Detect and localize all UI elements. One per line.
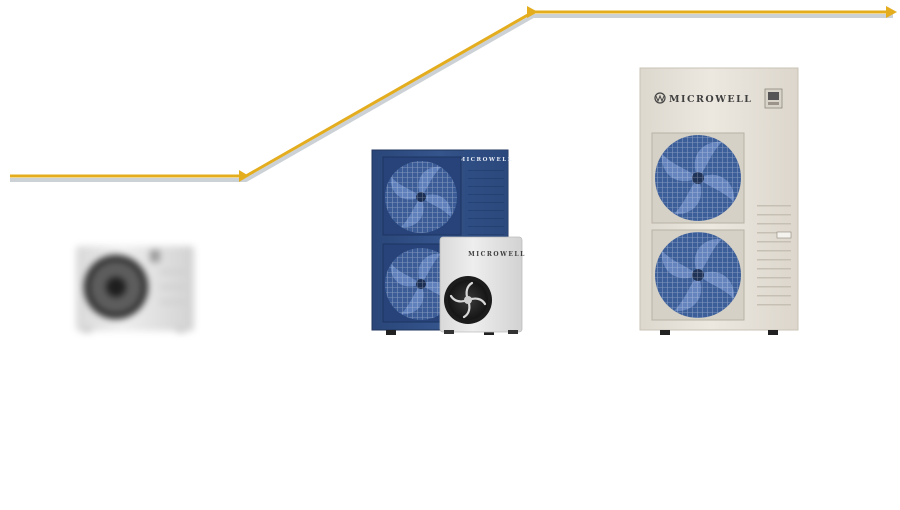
louver-slat xyxy=(757,295,791,297)
panel-groove xyxy=(468,234,504,235)
beige-heat-pump-unit: MICROWELL xyxy=(639,67,799,335)
brand-label: MICROWELL xyxy=(459,157,513,163)
timeline xyxy=(10,6,897,182)
arrow-head-icon xyxy=(527,6,538,18)
louver-slat xyxy=(757,241,791,243)
fan-icon xyxy=(84,255,148,319)
louver-slat xyxy=(757,286,791,288)
arrow-head-icon xyxy=(886,6,897,18)
fan-icon xyxy=(382,156,462,236)
side-louvers xyxy=(757,205,791,306)
louver-slat xyxy=(757,223,791,225)
panel-groove xyxy=(468,226,504,227)
brand-logo-icon xyxy=(654,92,666,104)
panel-groove xyxy=(468,202,504,203)
panel-groove xyxy=(468,210,504,211)
louver-slat xyxy=(757,268,791,270)
white-heat-pump-unit: MICROWELL xyxy=(439,236,526,334)
nameplate xyxy=(776,231,792,239)
louver-slat xyxy=(757,304,791,306)
arrow-head-icon xyxy=(239,170,249,182)
louver-slat xyxy=(757,205,791,207)
small-outdoor-unit xyxy=(76,246,194,333)
louver-slat xyxy=(757,250,791,252)
fan-icon xyxy=(651,229,745,321)
fan-icon xyxy=(382,243,462,323)
panel-groove xyxy=(468,194,504,195)
panel-groove xyxy=(468,218,504,219)
brand-label: MICROWELL xyxy=(669,94,752,105)
timeline-line xyxy=(10,10,893,178)
louver-slat xyxy=(757,214,791,216)
panel-groove xyxy=(468,170,504,171)
panel-groove xyxy=(468,186,504,187)
fan-icon xyxy=(444,276,492,324)
fan-icon xyxy=(651,132,745,224)
louver-slat xyxy=(757,259,791,261)
panel-groove xyxy=(468,178,504,179)
brand-label: MICROWELL xyxy=(468,251,526,258)
timeline-shadow xyxy=(10,14,893,182)
louver-slat xyxy=(757,232,791,234)
louver-slat xyxy=(757,277,791,279)
control-panel-icon xyxy=(764,88,783,109)
